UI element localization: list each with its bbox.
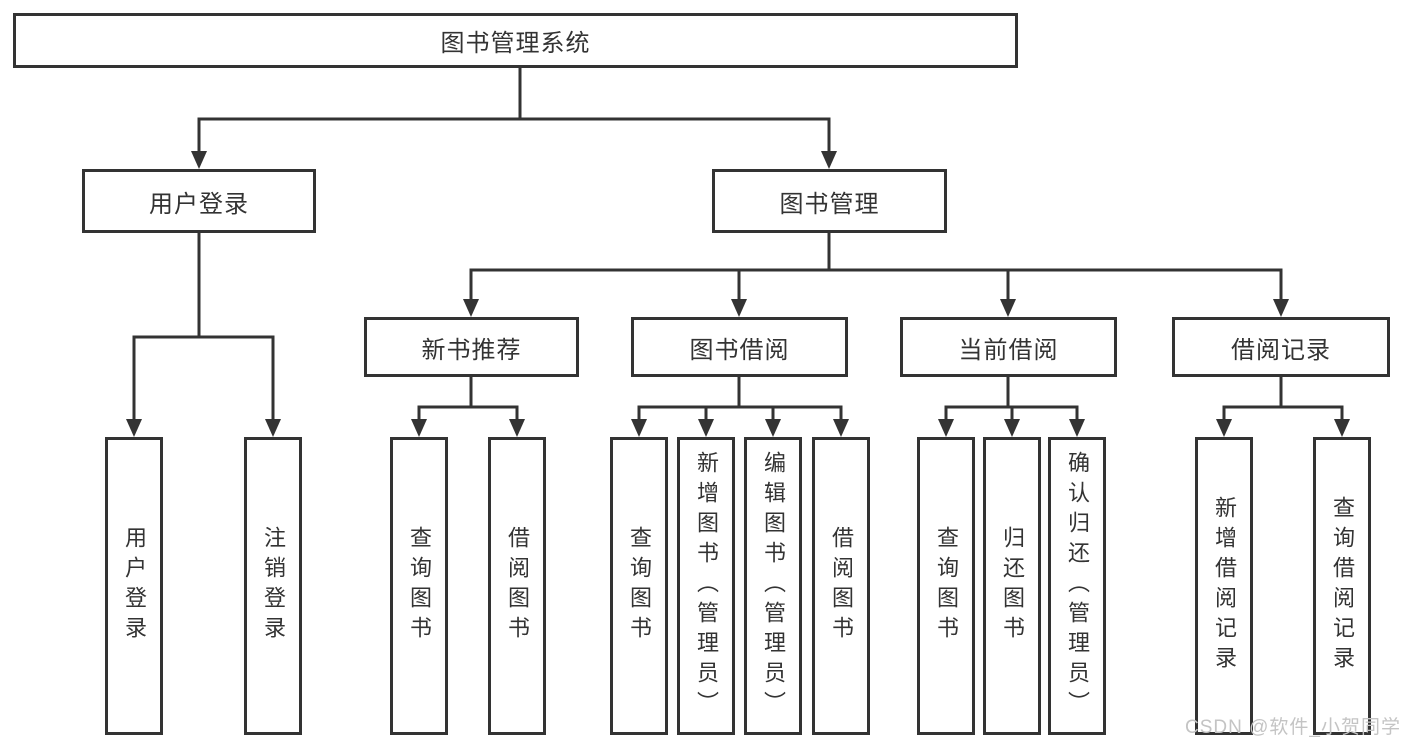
leaf-query-book-recommend: 查询图书 xyxy=(390,437,448,735)
leaf-query-book-current: 查询图书 xyxy=(917,437,975,735)
leaf-query-book-borrow-label: 查询图书 xyxy=(627,526,652,646)
node-user-login: 用户登录 xyxy=(82,169,316,233)
node-borrow-records: 借阅记录 xyxy=(1172,317,1390,377)
arrowheads xyxy=(126,151,1350,437)
leaf-query-book-recommend-label: 查询图书 xyxy=(407,526,432,646)
leaf-add-book-admin: 新增图书（管理员） xyxy=(677,437,735,735)
node-book-borrow-label: 图书借阅 xyxy=(689,336,790,364)
node-book-borrow: 图书借阅 xyxy=(631,317,848,377)
node-new-book-recommend: 新书推荐 xyxy=(364,317,579,377)
leaf-user-login: 用户登录 xyxy=(105,437,163,735)
leaf-query-borrow-record: 查询借阅记录 xyxy=(1313,437,1371,735)
node-current-borrow-label: 当前借阅 xyxy=(958,336,1059,364)
leaf-logout-label: 注销登录 xyxy=(261,526,286,646)
node-book-management-label: 图书管理 xyxy=(779,190,880,218)
connector-edges xyxy=(132,66,1344,423)
node-user-login-label: 用户登录 xyxy=(149,190,249,218)
leaf-borrow-book-recommend-label: 借阅图书 xyxy=(505,526,530,646)
leaf-return-book: 归还图书 xyxy=(983,437,1041,735)
csdn-watermark: CSDN @软件_小贺同学 xyxy=(1185,717,1401,738)
leaf-return-book-label: 归还图书 xyxy=(1000,526,1025,646)
node-root: 图书管理系统 xyxy=(13,13,1018,68)
leaf-add-borrow-record-label: 新增借阅记录 xyxy=(1212,496,1237,676)
node-new-book-recommend-label: 新书推荐 xyxy=(421,336,522,364)
leaf-add-borrow-record: 新增借阅记录 xyxy=(1195,437,1253,735)
leaf-query-book-borrow: 查询图书 xyxy=(610,437,668,735)
leaf-borrow-book: 借阅图书 xyxy=(812,437,870,735)
leaf-user-login-label: 用户登录 xyxy=(122,526,147,646)
leaf-logout: 注销登录 xyxy=(244,437,302,735)
leaf-query-borrow-record-label: 查询借阅记录 xyxy=(1330,496,1355,676)
node-root-label: 图书管理系统 xyxy=(440,30,591,57)
leaf-borrow-book-recommend: 借阅图书 xyxy=(488,437,546,735)
leaf-confirm-return-admin-label: 确认归还（管理员） xyxy=(1065,451,1090,721)
node-current-borrow: 当前借阅 xyxy=(900,317,1117,377)
leaf-confirm-return-admin: 确认归还（管理员） xyxy=(1048,437,1106,735)
leaf-edit-book-admin: 编辑图书（管理员） xyxy=(744,437,802,735)
leaf-query-book-current-label: 查询图书 xyxy=(934,526,959,646)
leaf-borrow-book-label: 借阅图书 xyxy=(829,526,854,646)
leaf-add-book-admin-label: 新增图书（管理员） xyxy=(694,451,719,721)
leaf-edit-book-admin-label: 编辑图书（管理员） xyxy=(761,451,786,721)
node-book-management: 图书管理 xyxy=(712,169,947,233)
node-borrow-records-label: 借阅记录 xyxy=(1231,336,1331,364)
